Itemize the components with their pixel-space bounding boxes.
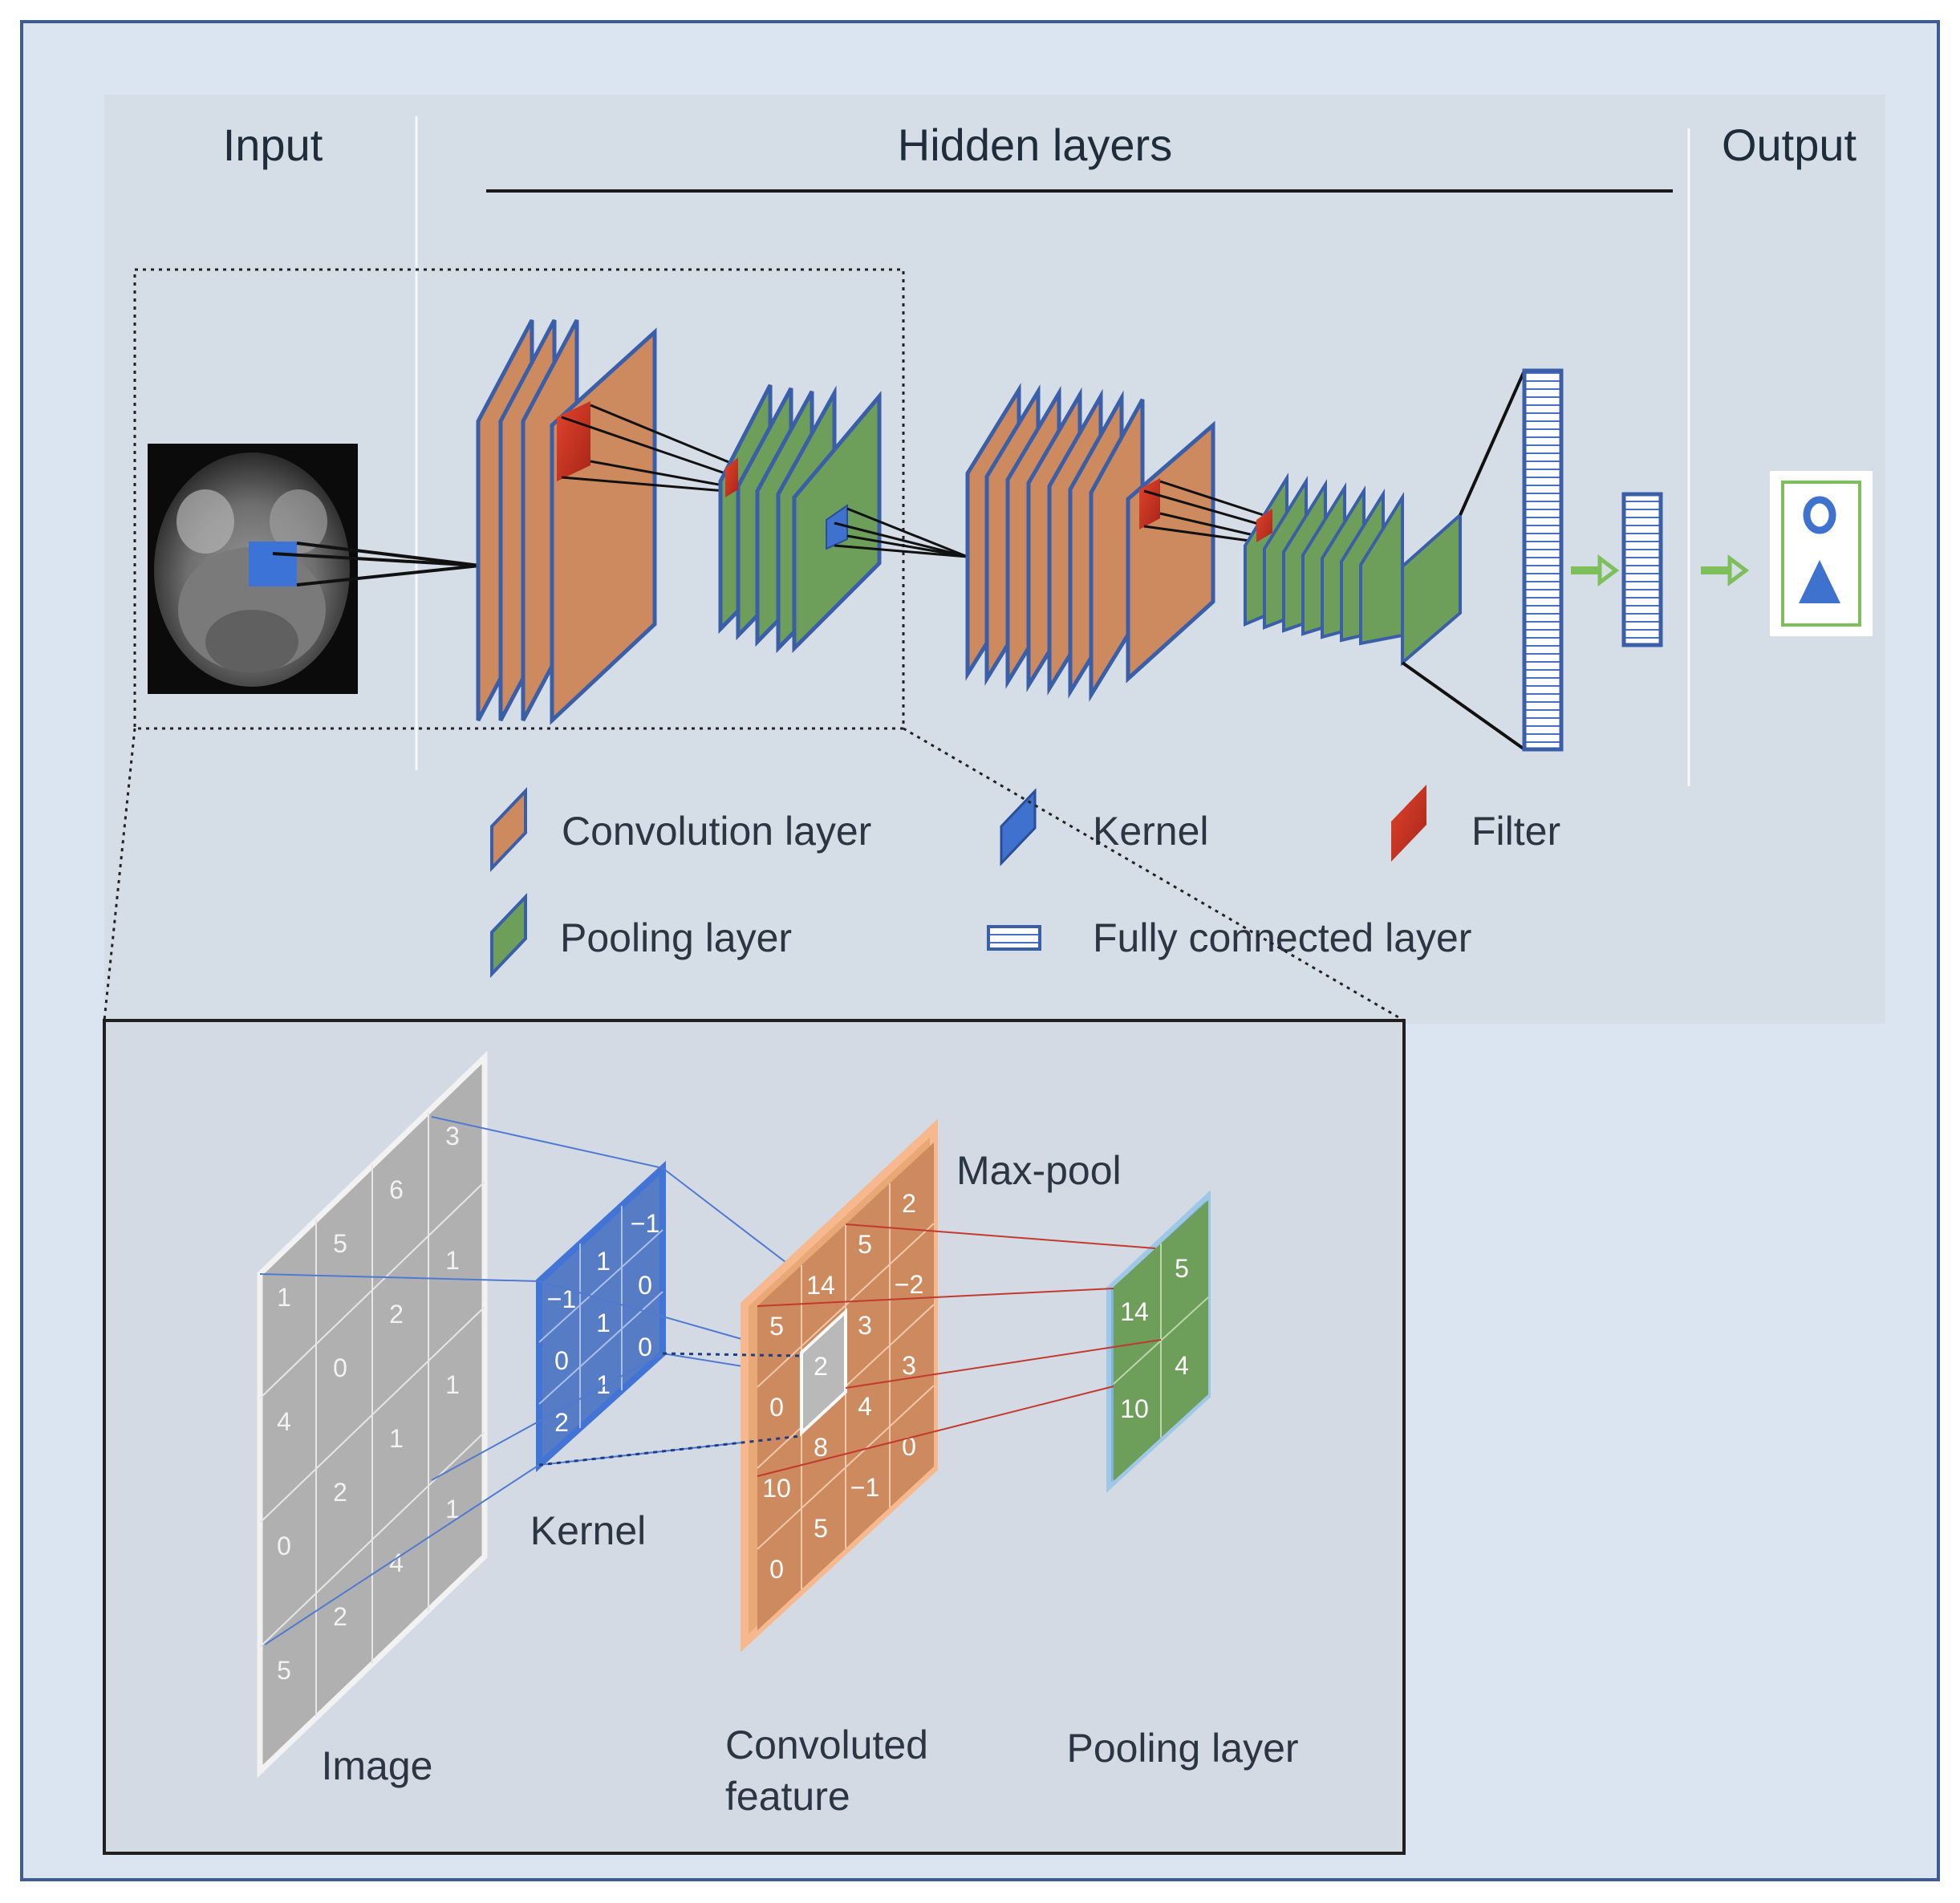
grid-value: 2: [814, 1352, 828, 1381]
grid-value: 2: [902, 1189, 916, 1218]
kernel-small-1: [826, 504, 848, 550]
header-hidden-layers: Hidden layers: [898, 120, 1172, 170]
grid-value: 2: [333, 1478, 347, 1507]
grid-value: −1: [547, 1284, 576, 1313]
filter-2: [725, 457, 738, 497]
grid-value: −1: [850, 1473, 879, 1502]
legend-convolution-label: Convolution layer: [562, 809, 871, 854]
legend-filter-icon: [1391, 785, 1426, 862]
grid-value: 0: [277, 1532, 291, 1560]
legend-convolution-icon: [490, 787, 527, 872]
grid-value: 3: [445, 1122, 460, 1150]
grid-value: 5: [1175, 1254, 1189, 1283]
grid-value: 1: [445, 1370, 460, 1399]
image-grid-values: 1 5 6 3 4 0 2 1 0 2 1 1 5 2 4 1: [277, 1122, 460, 1685]
grid-value: 1: [596, 1247, 611, 1276]
grid-value: 3: [902, 1351, 916, 1380]
grid-value: 4: [277, 1407, 291, 1436]
grid-value: 0: [333, 1353, 347, 1382]
grid-value: 10: [1120, 1394, 1149, 1423]
grid-value: 4: [1175, 1351, 1189, 1380]
header-output: Output: [1722, 120, 1857, 170]
filter-4: [1256, 509, 1272, 542]
grid-value: 5: [333, 1229, 347, 1258]
grid-value: 5: [277, 1656, 291, 1685]
legend-fully-connected-label: Fully connected layer: [1093, 915, 1471, 960]
grid-value: 5: [858, 1230, 872, 1259]
legend-pooling-icon: [490, 893, 527, 978]
caption-pooling: Pooling layer: [1066, 1726, 1298, 1771]
legend-pooling-label: Pooling layer: [560, 915, 792, 960]
pooling-values: 14 5 10 4: [1120, 1254, 1189, 1423]
mri-scan-image: [148, 444, 358, 694]
zoom-region: [133, 268, 905, 730]
caption-convoluted-2: feature: [725, 1774, 850, 1819]
grid-value: 8: [814, 1433, 828, 1462]
grid-value: 10: [762, 1474, 791, 1503]
legend-fully-connected-icon: [987, 925, 1041, 951]
header-input: Input: [223, 120, 323, 170]
circle-output-icon: [1803, 496, 1836, 534]
fully-connected-2: [1621, 492, 1663, 647]
grid-value: 4: [389, 1548, 404, 1577]
output-frame: [1781, 481, 1861, 627]
grid-value: 1: [445, 1246, 460, 1275]
grid-value: 2: [389, 1300, 404, 1329]
grid-value: 3: [858, 1311, 872, 1340]
grid-value: 0: [638, 1271, 652, 1300]
grid-value: 0: [769, 1555, 784, 1584]
hidden-kernel-lines: [538, 1352, 801, 1467]
fc-lines: [1401, 370, 1526, 751]
filter-1: [557, 401, 590, 481]
arrow-right-icon: [1571, 554, 1620, 586]
grid-value: 1: [389, 1424, 404, 1453]
grid-value: 14: [1120, 1297, 1149, 1326]
grid-value: 1: [596, 1370, 611, 1399]
caption-maxpool: Max-pool: [956, 1148, 1122, 1193]
grid-value: −2: [895, 1270, 923, 1299]
grid-value: 1: [596, 1309, 611, 1337]
grid-value: 5: [769, 1312, 784, 1341]
filter-1-lines: [561, 404, 737, 493]
maxpool-lines: [757, 1223, 1162, 1477]
pool-block-2: [1244, 472, 1462, 667]
grid-value: 2: [554, 1408, 569, 1437]
grid-value: −1: [631, 1209, 659, 1238]
caption-convoluted-1: Convoluted: [725, 1722, 928, 1767]
grid-value: 0: [554, 1346, 569, 1375]
grid-value: 1: [445, 1495, 460, 1524]
grid-value: 4: [858, 1392, 872, 1421]
legend-kernel-icon: [1000, 788, 1037, 866]
kernel-1-lines: [834, 507, 968, 558]
grid-value: 6: [389, 1175, 404, 1204]
output-box: [1770, 471, 1873, 636]
convoluted-feature-grid: [741, 1118, 938, 1653]
grid-value: 0: [769, 1393, 784, 1422]
caption-kernel: Kernel: [530, 1508, 647, 1553]
grid-value: 14: [806, 1271, 835, 1300]
grid-value: 0: [638, 1333, 652, 1361]
legend-filter-label: Filter: [1471, 809, 1560, 854]
triangle-output-icon: [1799, 560, 1840, 603]
legend-kernel-label: Kernel: [1093, 809, 1209, 854]
grid-value: 5: [814, 1514, 828, 1543]
grid-value: 2: [333, 1602, 347, 1631]
input-kernel-lines: [272, 542, 481, 586]
grid-value: 1: [277, 1283, 291, 1312]
fully-connected-1: [1522, 368, 1564, 752]
arrow-right-icon: [1701, 554, 1750, 586]
image-grid: [257, 1050, 488, 1779]
image-kernel-lines: [259, 1116, 663, 1645]
caption-image: Image: [322, 1743, 433, 1788]
zoom-connectors: [103, 727, 1405, 1022]
